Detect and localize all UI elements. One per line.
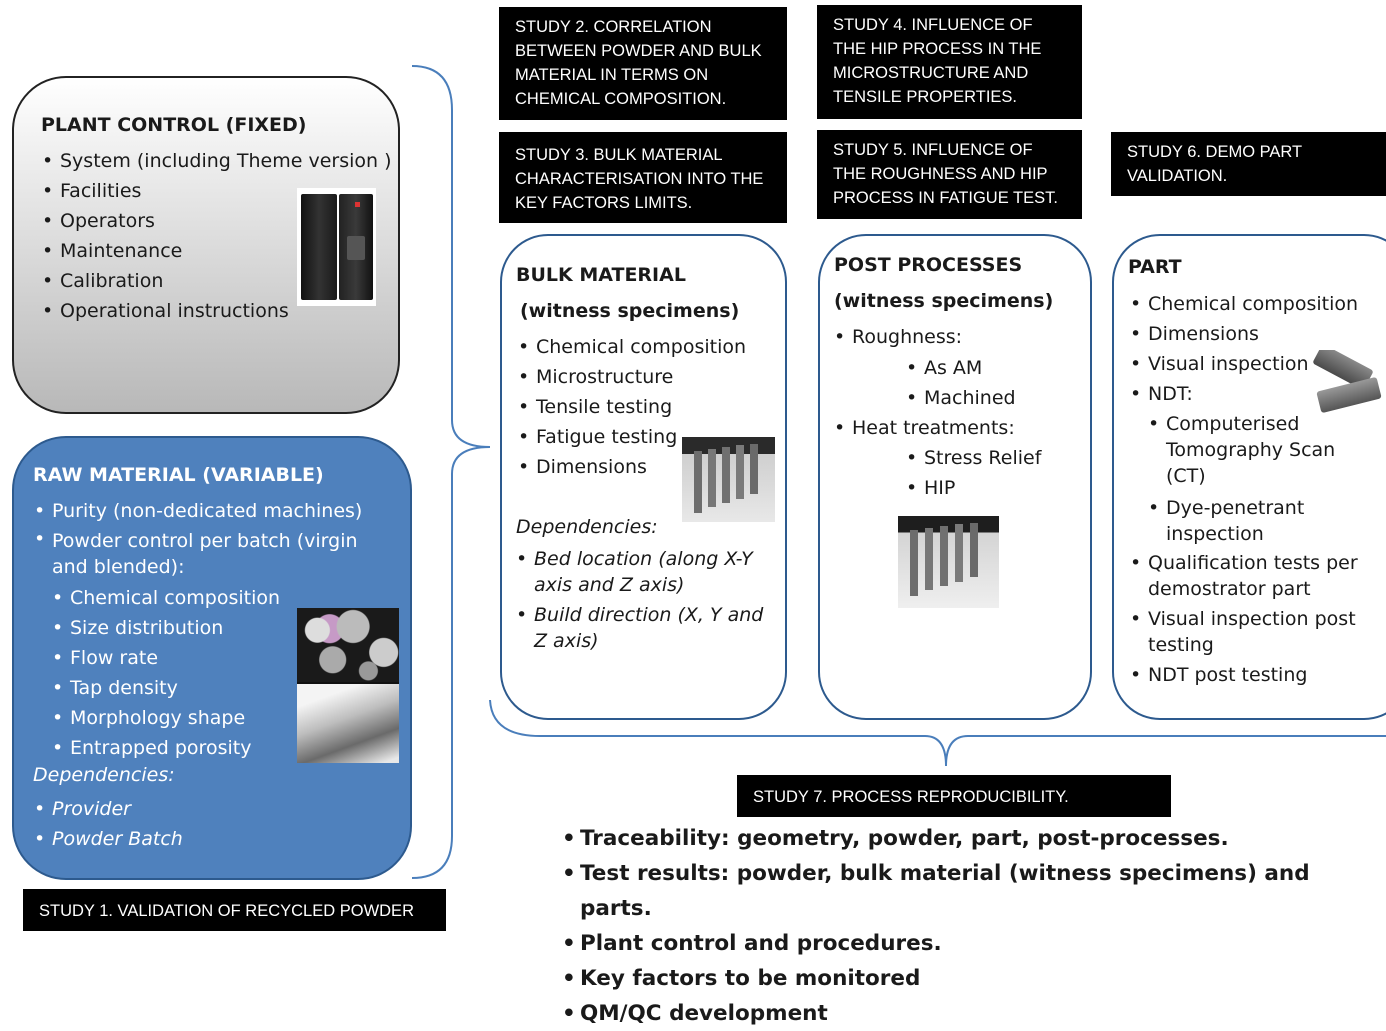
list-item: Roughness: xyxy=(834,322,1074,352)
bulk-material-subtitle: (witness specimens) xyxy=(520,300,740,322)
list-item: Provider xyxy=(34,794,334,824)
study-3-label: STUDY 3. BULK MATERIAL CHARACTERISATION … xyxy=(499,132,787,223)
part-title: PART xyxy=(1128,256,1182,278)
bottom-curly-brace xyxy=(489,699,1386,767)
list-item: HIP xyxy=(906,473,1076,503)
list-item: System (including Theme version ) xyxy=(42,146,422,176)
list-item: Visual inspection post testing xyxy=(1130,606,1370,658)
raw-dependencies-list: Provider Powder Batch xyxy=(34,794,334,854)
left-curly-brace xyxy=(411,65,491,879)
list-item: Operators xyxy=(42,206,422,236)
list-item: NDT: xyxy=(1130,379,1380,409)
list-item: Powder control per batch (virgin and ble… xyxy=(34,526,372,580)
list-item: Facilities xyxy=(42,176,422,206)
list-item: Morphology shape xyxy=(52,703,312,733)
list-item: Traceability: geometry, powder, part, po… xyxy=(562,821,1382,856)
reproducibility-list: Traceability: geometry, powder, part, po… xyxy=(562,821,1382,1031)
study-6-label: STUDY 6. DEMO PART VALIDATION. xyxy=(1111,132,1386,196)
list-item: Computerised Tomography Scan (CT) xyxy=(1148,411,1348,489)
list-item: Build direction (X, Y and Z axis) xyxy=(516,602,778,654)
demo-part-image xyxy=(1308,350,1386,422)
list-item: Key factors to be monitored xyxy=(562,961,1382,996)
raw-material-sublist: Chemical composition Size distribution F… xyxy=(52,583,312,763)
study-5-label: STUDY 5. INFLUENCE OF THE ROUGHNESS AND … xyxy=(817,130,1082,219)
list-item: Size distribution xyxy=(52,613,312,643)
plant-control-title: PLANT CONTROL (FIXED) xyxy=(41,114,307,136)
bulk-material-list: Chemical composition Microstructure Tens… xyxy=(518,332,768,482)
list-item: Calibration xyxy=(42,266,422,296)
list-item: Stress Relief xyxy=(906,443,1076,473)
list-item: Visual inspection xyxy=(1130,349,1380,379)
study-7-label: STUDY 7. PROCESS REPRODUCIBILITY. xyxy=(737,775,1171,817)
list-item: Tap density xyxy=(52,673,312,703)
bulk-dependencies-list: Bed location (along X-Y axis and Z axis)… xyxy=(516,546,778,654)
study-4-label: STUDY 4. INFLUENCE OF THE HIP PROCESS IN… xyxy=(817,5,1082,119)
raw-material-title: RAW MATERIAL (VARIABLE) xyxy=(33,464,324,486)
list-item: Chemical composition xyxy=(518,332,768,362)
list-item: Test results: powder, bulk material (wit… xyxy=(562,856,1382,926)
list-item: Purity (non-dedicated machines) xyxy=(34,496,394,526)
post-processes-panel: POST PROCESSES (witness specimens) Rough… xyxy=(818,234,1092,720)
list-item: Qualification tests per demostrator part xyxy=(1130,550,1370,602)
ndt-sublist: Computerised Tomography Scan (CT) Dye-pe… xyxy=(1148,411,1348,547)
post-processes-title: POST PROCESSES xyxy=(834,254,1023,276)
list-item: Fatigue testing xyxy=(518,422,768,452)
part-list: Chemical composition Dimensions Visual i… xyxy=(1130,289,1380,409)
list-item: As AM xyxy=(906,353,1076,383)
raw-material-list: Purity (non-dedicated machines) Powder c… xyxy=(34,496,394,580)
list-item: Chemical composition xyxy=(52,583,312,613)
tensile-specimens-image xyxy=(682,437,775,522)
list-item: Microstructure xyxy=(518,362,768,392)
list-item: Plant control and procedures. xyxy=(562,926,1382,961)
list-item: Maintenance xyxy=(42,236,422,266)
list-item: QM/QC development xyxy=(562,996,1382,1031)
plant-control-list: System (including Theme version ) Facili… xyxy=(42,146,422,326)
powder-microscopy-image xyxy=(297,608,399,763)
printer-machine-image xyxy=(297,188,376,306)
study-2-label: STUDY 2. CORRELATION BETWEEN POWDER AND … xyxy=(499,7,787,120)
raw-material-panel: RAW MATERIAL (VARIABLE) Purity (non-dedi… xyxy=(12,436,412,880)
part-panel: PART Chemical composition Dimensions Vis… xyxy=(1112,234,1386,720)
bulk-dependencies-title: Dependencies: xyxy=(516,516,658,538)
list-item: NDT post testing xyxy=(1130,662,1370,688)
list-item: Powder Batch xyxy=(34,824,334,854)
connector-braces xyxy=(411,65,1386,879)
list-item: Operational instructions xyxy=(42,296,422,326)
list-item: Dimensions xyxy=(1130,319,1380,349)
list-item: Machined xyxy=(906,383,1076,413)
post-processes-subtitle: (witness specimens) xyxy=(834,290,1054,312)
list-item: Entrapped porosity xyxy=(52,733,312,763)
roughness-list: Roughness: xyxy=(834,322,1074,352)
study-1-label: STUDY 1. VALIDATION OF RECYCLED POWDER xyxy=(23,889,446,931)
part-list-2: Qualification tests per demostrator part… xyxy=(1130,550,1370,688)
list-item: Chemical composition xyxy=(1130,289,1380,319)
raw-dependencies-title: Dependencies: xyxy=(33,764,175,786)
heat-treatments-sublist: Stress Relief HIP xyxy=(906,443,1076,503)
post-processed-specimens-image xyxy=(898,516,999,608)
heat-treatments-list: Heat treatments: xyxy=(834,413,1074,443)
list-item: Dimensions xyxy=(518,452,768,482)
list-item: Bed location (along X-Y axis and Z axis) xyxy=(516,546,778,598)
list-item: Heat treatments: xyxy=(834,413,1074,443)
bulk-material-title: BULK MATERIAL xyxy=(516,264,686,286)
roughness-sublist: As AM Machined xyxy=(906,353,1076,413)
list-item: Dye-penetrant inspection xyxy=(1148,495,1348,547)
list-item: Tensile testing xyxy=(518,392,768,422)
list-item: Flow rate xyxy=(52,643,312,673)
